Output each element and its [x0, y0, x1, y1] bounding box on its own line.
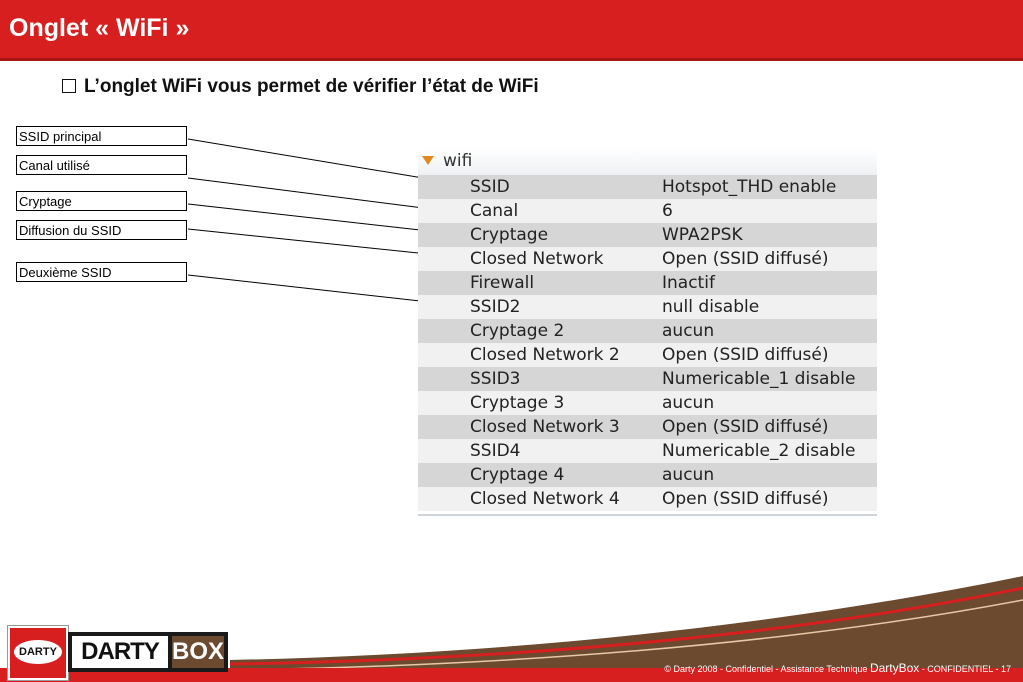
wifi-panel-title: wifi: [443, 151, 473, 171]
table-row: SSID3 Numericable_1 disable: [418, 367, 877, 391]
row-value: Open (SSID diffusé): [662, 417, 829, 437]
table-row: Firewall Inactif: [418, 271, 877, 295]
footer-copyright: © Darty 2008 - Confidentiel - Assistance…: [664, 661, 1011, 675]
row-key: Closed Network 3: [470, 417, 620, 437]
callout-deuxieme-ssid: Deuxième SSID: [16, 262, 187, 282]
table-row: Cryptage WPA2PSK: [418, 223, 877, 247]
table-row: SSID2 null disable: [418, 295, 877, 319]
row-key: Closed Network 2: [470, 345, 620, 365]
table-row: Canal 6: [418, 199, 877, 223]
row-key: SSID4: [470, 441, 521, 461]
row-key: Cryptage 4: [470, 465, 565, 485]
row-key: Closed Network 4: [470, 489, 620, 509]
subtitle-text: L’onglet WiFi vous permet de vérifier l’…: [84, 76, 539, 97]
arrow-cryptage: [187, 203, 448, 237]
row-key: Cryptage: [470, 225, 549, 245]
row-key: SSID2: [470, 297, 521, 317]
dartybox-logo: DARTY BOX: [68, 632, 228, 672]
collapse-chevron-icon[interactable]: [422, 156, 434, 165]
row-value: Open (SSID diffusé): [662, 489, 829, 509]
arrow-canal: [187, 177, 448, 215]
callout-cryptage: Cryptage: [16, 191, 187, 211]
arrow-diffusion: [187, 228, 448, 260]
row-key: Canal: [470, 201, 519, 221]
dartybox-logo-left: DARTY: [72, 636, 168, 668]
table-row: Closed Network 2 Open (SSID diffusé): [418, 343, 877, 367]
table-row: Closed Network 4 Open (SSID diffusé): [418, 487, 877, 511]
row-key: Cryptage 2: [470, 321, 565, 341]
row-value: WPA2PSK: [662, 225, 743, 245]
darty-logo-text: DARTY: [14, 640, 62, 664]
row-value: Numericable_1 disable: [662, 369, 856, 389]
row-value: aucun: [662, 321, 715, 341]
table-row: Closed Network 3 Open (SSID diffusé): [418, 415, 877, 439]
callout-ssid-principal: SSID principal: [16, 126, 187, 146]
wifi-panel-header[interactable]: wifi: [418, 148, 877, 175]
darty-logo: DARTY: [8, 626, 68, 680]
row-value: aucun: [662, 393, 715, 413]
row-key: SSID3: [470, 369, 521, 389]
arrow-ssid2: [187, 274, 448, 308]
footer-confidential: - CONFIDENTIEL - 17: [921, 664, 1011, 674]
page-title: Onglet « WiFi »: [9, 14, 190, 42]
row-value: aucun: [662, 465, 715, 485]
row-key: SSID: [470, 177, 510, 197]
table-row: SSID Hotspot_THD enable: [418, 175, 877, 199]
table-row: Cryptage 4 aucun: [418, 463, 877, 487]
callout-diffusion: Diffusion du SSID: [16, 220, 187, 240]
arrow-ssid: [187, 138, 448, 185]
footer-copyright-text: © Darty 2008 - Confidentiel - Assistance…: [664, 664, 868, 674]
row-key: Closed Network: [470, 249, 604, 269]
table-row: Closed Network Open (SSID diffusé): [418, 247, 877, 271]
slide-subtitle: L’onglet WiFi vous permet de vérifier l’…: [62, 76, 539, 98]
checkbox-bullet-icon: [62, 79, 76, 93]
callout-canal: Canal utilisé: [16, 155, 187, 175]
footer-wave: [0, 576, 1023, 682]
table-row: Cryptage 3 aucun: [418, 391, 877, 415]
row-value: Hotspot_THD enable: [662, 177, 837, 197]
row-key: Cryptage 3: [470, 393, 565, 413]
row-value: Inactif: [662, 273, 715, 293]
row-value: Numericable_2 disable: [662, 441, 856, 461]
wifi-panel: wifi SSID Hotspot_THD enable Canal 6 Crypt…: [418, 148, 877, 516]
dartybox-logo-right: BOX: [172, 636, 224, 668]
row-value: null disable: [662, 297, 760, 317]
table-row: SSID4 Numericable_2 disable: [418, 439, 877, 463]
row-value: 6: [662, 201, 673, 221]
row-key: Firewall: [470, 273, 535, 293]
row-value: Open (SSID diffusé): [662, 249, 829, 269]
title-bar: Onglet « WiFi »: [0, 0, 1023, 61]
footer-product: DartyBox: [869, 661, 920, 675]
row-value: Open (SSID diffusé): [662, 345, 829, 365]
table-row: Cryptage 2 aucun: [418, 319, 877, 343]
